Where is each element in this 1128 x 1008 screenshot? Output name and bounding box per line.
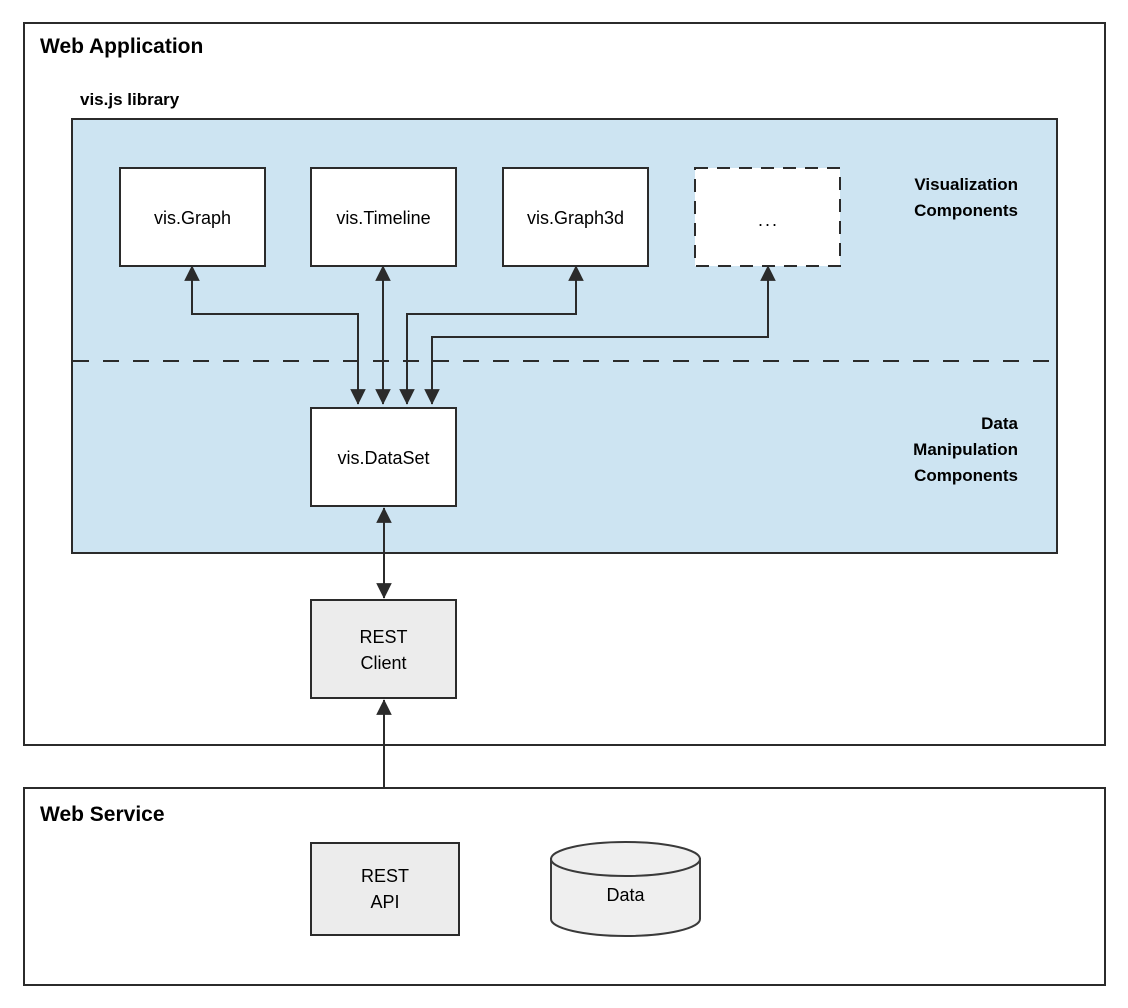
node-data-store-body[interactable] <box>550 858 701 937</box>
node-rest-client-box[interactable] <box>310 599 457 699</box>
node-rest-api-label-line1: REST <box>361 866 409 886</box>
data-manipulation-label-line3: Components <box>914 466 1018 485</box>
visualization-components-label-line1: Visualization <box>914 175 1018 194</box>
node-more-components-label: ... <box>758 210 779 230</box>
node-vis-timeline-box[interactable] <box>310 167 457 267</box>
node-rest-client-label-line2: Client <box>360 653 406 673</box>
node-vis-dataset[interactable]: vis.DataSet <box>310 407 457 507</box>
node-rest-api[interactable]: REST API <box>310 842 460 936</box>
node-rest-client-label-line1: REST <box>359 627 407 647</box>
node-rest-api-label-line2: API <box>370 892 399 912</box>
node-vis-graph-box[interactable] <box>119 167 266 267</box>
connector-more-dataset <box>424 265 776 405</box>
web-service-title: Web Service <box>40 803 165 826</box>
node-vis-graph[interactable]: vis.Graph <box>119 167 266 267</box>
node-data-store-top <box>550 841 701 877</box>
data-manipulation-label-line1: Data <box>981 414 1018 433</box>
node-more-components-box[interactable] <box>694 167 841 267</box>
node-rest-api-box[interactable] <box>310 842 460 936</box>
node-vis-graph-label: vis.Graph <box>154 208 231 228</box>
web-application-title: Web Application <box>40 35 203 58</box>
node-more-components[interactable]: ... <box>694 167 841 267</box>
node-vis-timeline[interactable]: vis.Timeline <box>310 167 457 267</box>
vis-js-library-title: vis.js library <box>80 90 180 109</box>
node-vis-dataset-box[interactable] <box>310 407 457 507</box>
node-data-store-label: Data <box>606 885 645 905</box>
node-vis-graph3d-label: vis.Graph3d <box>527 208 624 228</box>
node-vis-graph3d-box[interactable] <box>502 167 649 267</box>
node-vis-timeline-label: vis.Timeline <box>336 208 430 228</box>
node-vis-graph3d[interactable]: vis.Graph3d <box>502 167 649 267</box>
node-rest-client[interactable]: REST Client <box>310 599 457 699</box>
data-manipulation-label-line2: Manipulation <box>913 440 1018 459</box>
node-vis-dataset-label: vis.DataSet <box>337 448 429 468</box>
node-data-store[interactable]: Data <box>550 841 701 937</box>
connector-vis-graph-dataset <box>184 265 366 405</box>
visualization-components-label-line2: Components <box>914 201 1018 220</box>
